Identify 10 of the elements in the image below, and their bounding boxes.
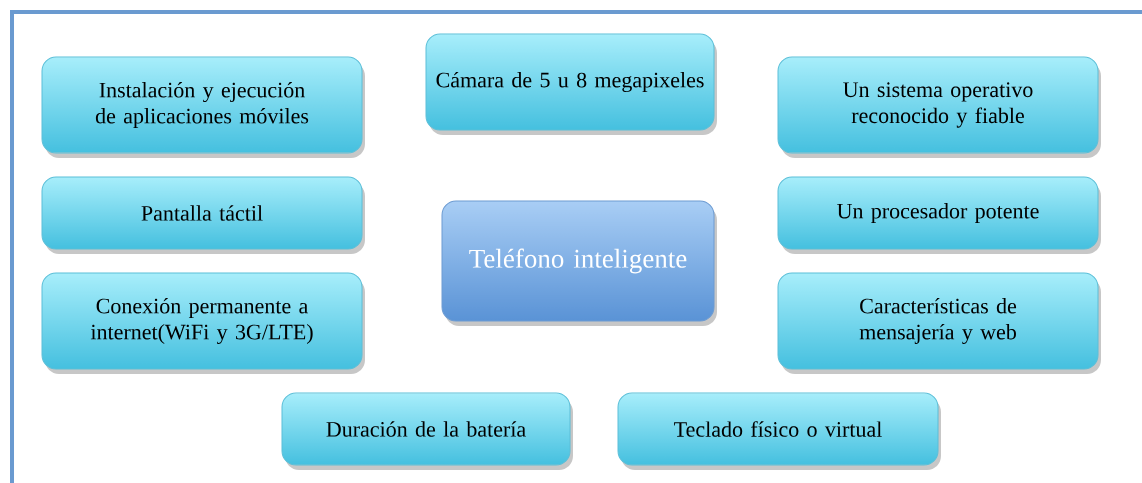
feature-box: Conexión permanente a internet(WiFi y 3G/LTE) (41, 272, 365, 374)
feature-box: Características de mensajería y web (777, 272, 1101, 374)
central-box: Teléfono inteligente (441, 200, 717, 326)
feature-box: Cámara de 5 u 8 megapixeles (425, 33, 717, 135)
feature-box: Un procesador potente (777, 176, 1101, 254)
feature-box: Pantalla táctil (41, 176, 365, 254)
feature-box: Duración de la batería (281, 392, 573, 470)
feature-box: Teclado físico o virtual (617, 392, 941, 470)
feature-box: Instalación y ejecución de aplicaciones móviles (41, 56, 365, 158)
feature-box: Un sistema operativo reconocido y fiable (777, 56, 1101, 158)
